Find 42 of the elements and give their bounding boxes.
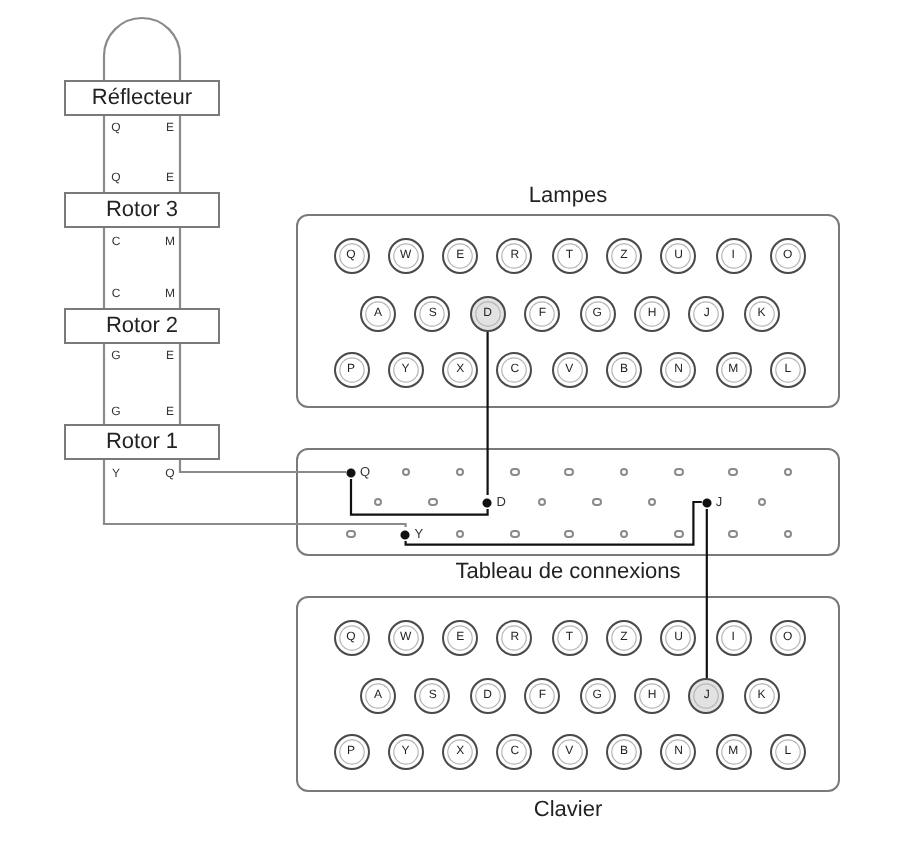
socket-hole — [564, 467, 574, 477]
socket-hole — [674, 529, 684, 539]
socket-hole — [510, 467, 520, 477]
socket-hole — [783, 529, 793, 539]
wire — [102, 344, 106, 424]
panel-title: Clavier — [533, 797, 603, 823]
wire — [102, 228, 106, 308]
socket-hole — [619, 529, 629, 539]
socket-hole — [346, 529, 356, 539]
socket-hole — [401, 467, 411, 477]
socket-hole — [728, 467, 738, 477]
socket-hole — [619, 467, 629, 477]
wire — [486, 332, 489, 495]
socket-hole — [510, 529, 520, 539]
socket-hole — [537, 497, 547, 507]
reflector-box: Réflecteur — [64, 80, 220, 116]
socket-hole — [455, 467, 465, 477]
wire — [178, 116, 182, 192]
socket-hole — [728, 529, 738, 539]
wire — [178, 344, 182, 424]
wire — [178, 460, 346, 474]
rotor-box: Rotor 3 — [64, 192, 220, 228]
wire — [102, 116, 106, 192]
wire — [178, 228, 182, 308]
socket-hole — [455, 529, 465, 539]
wire — [705, 509, 708, 678]
socket-hole — [564, 529, 574, 539]
socket-hole — [373, 497, 383, 507]
socket-hole — [428, 497, 438, 507]
rotor-box: Rotor 1 — [64, 424, 220, 460]
rotor-box: Rotor 2 — [64, 308, 220, 344]
socket-hole — [674, 467, 684, 477]
socket-hole — [647, 497, 657, 507]
wire — [404, 500, 702, 546]
wire — [102, 16, 182, 80]
wire — [102, 460, 407, 528]
socket-hole — [783, 467, 793, 477]
panel-title: Tableau de connexions — [455, 559, 681, 585]
panel-title: Lampes — [528, 183, 608, 209]
socket-hole — [592, 497, 602, 507]
socket-hole — [757, 497, 767, 507]
wire — [349, 479, 489, 516]
